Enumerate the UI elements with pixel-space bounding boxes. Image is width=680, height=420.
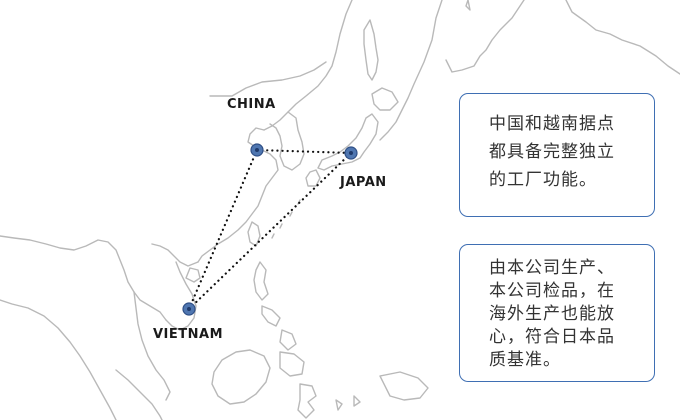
coastline-west-sea bbox=[0, 299, 117, 420]
pin-japan bbox=[344, 146, 358, 160]
info-box-factory: 中国和越南据点 都具备完整独立 的工厂功能。 bbox=[459, 93, 655, 217]
label-vietnam: VIETNAM bbox=[153, 327, 224, 342]
route-china-vietnam bbox=[187, 148, 259, 311]
coastline-vietnam bbox=[165, 261, 197, 331]
coastline-malay bbox=[133, 291, 171, 401]
coastline-okhotsk bbox=[445, 0, 525, 73]
coastline-indochina bbox=[0, 235, 167, 321]
info-box-factory-line-1: 中国和越南据点 bbox=[489, 114, 615, 134]
route-vietnam-japan bbox=[187, 151, 353, 311]
info-box-quality-line-2: 本公司检品，在 bbox=[489, 281, 615, 301]
pin-china bbox=[250, 143, 264, 157]
coastline-honshu bbox=[317, 113, 379, 171]
info-box-factory-line-2: 都具备完整独立 bbox=[489, 142, 615, 162]
coastline-new-guinea bbox=[379, 371, 429, 401]
info-box-quality-line-5: 质基准。 bbox=[489, 350, 561, 370]
coastline-visayas bbox=[261, 305, 297, 351]
coastline-sumatra bbox=[115, 369, 163, 420]
coastline-china-east bbox=[197, 127, 279, 263]
coastline-kyushu bbox=[305, 169, 321, 187]
coastline-sulawesi bbox=[297, 383, 317, 419]
coastline-luzon bbox=[253, 261, 269, 301]
info-box-quality-line-4: 心，符合日本品 bbox=[489, 327, 615, 347]
route-china-japan bbox=[255, 148, 353, 155]
coastline-russia bbox=[379, 0, 443, 141]
coastline-korea bbox=[269, 111, 305, 171]
pin-vietnam bbox=[182, 302, 196, 316]
coastline-hainan bbox=[185, 267, 201, 283]
coastline-manchuria bbox=[263, 0, 353, 131]
label-china: CHINA bbox=[227, 97, 276, 112]
coastline-south-china bbox=[151, 243, 199, 267]
coastline-mongolia-border bbox=[209, 61, 327, 97]
coastline-islands-east bbox=[335, 0, 471, 411]
coastline-borneo bbox=[211, 349, 271, 405]
coastline-kamchatka bbox=[565, 0, 680, 75]
info-box-quality-line-1: 由本公司生产、 bbox=[489, 258, 615, 278]
info-box-factory-line-3: 的工厂功能。 bbox=[489, 170, 597, 190]
info-box-quality-line-3: 海外生产也能放 bbox=[489, 304, 615, 324]
label-japan: JAPAN bbox=[340, 175, 387, 190]
coastline-mindanao bbox=[279, 351, 305, 377]
info-box-quality: 由本公司生产、 本公司检品，在 海外生产也能放 心，符合日本品 质基准。 bbox=[459, 244, 655, 382]
coastline-sakhalin bbox=[363, 19, 379, 81]
coastline-hokkaido bbox=[371, 87, 399, 111]
